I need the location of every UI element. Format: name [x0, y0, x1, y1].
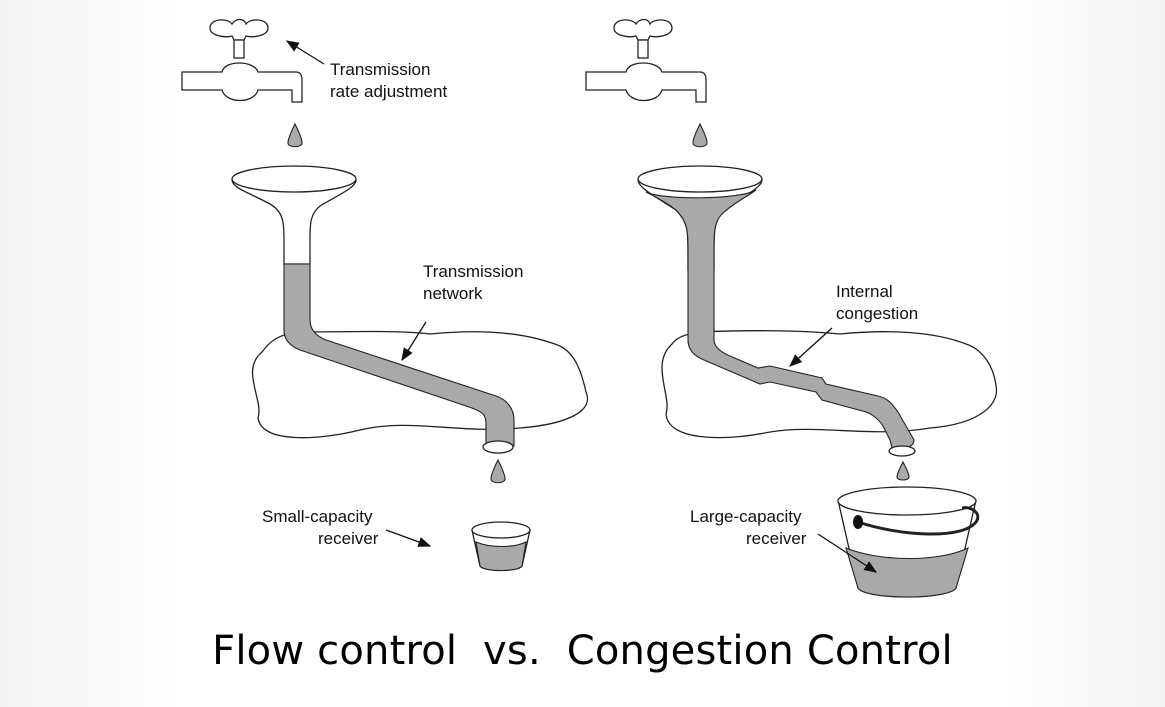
small-receiver-label-2: receiver	[318, 529, 379, 548]
network-arrow	[401, 321, 427, 362]
internal-congestion-arrow	[789, 327, 833, 367]
left-pipe-water	[283, 263, 515, 447]
internal-congestion-label-2: congestion	[836, 304, 918, 323]
rate-adjustment-arrow	[285, 40, 325, 65]
left-faucet-icon	[181, 18, 303, 103]
left-page-shadow	[0, 0, 180, 707]
small-receiver-arrow	[385, 529, 432, 547]
network-label-1: Transmission	[423, 262, 523, 281]
right-faucet-icon	[585, 18, 707, 103]
left-bottom-drop	[490, 458, 506, 484]
congestion-control-panel: Internal congestion Large-capacity recei…	[585, 18, 998, 598]
flow-control-panel: Transmission rate adjustment Transmissio…	[181, 18, 589, 572]
right-page-shadow	[1005, 0, 1165, 707]
figure-caption: Flow control vs. Congestion Control	[212, 628, 953, 674]
rate-adjustment-label-2: rate adjustment	[330, 82, 447, 101]
small-capacity-receiver-icon	[471, 521, 531, 572]
right-funnel-water	[645, 189, 915, 449]
large-receiver-label-1: Large-capacity	[690, 507, 802, 526]
large-receiver-arrow	[817, 533, 878, 573]
internal-congestion-label-1: Internal	[836, 282, 893, 301]
network-label-2: network	[423, 284, 483, 303]
small-receiver-label-1: Small-capacity	[262, 507, 373, 526]
left-top-drop	[287, 122, 303, 148]
right-top-drop	[692, 122, 708, 148]
large-capacity-receiver-icon	[837, 486, 980, 598]
right-bottom-drop	[896, 460, 910, 481]
large-receiver-label-2: receiver	[746, 529, 807, 548]
right-network-cloud	[661, 330, 998, 439]
rate-adjustment-label-1: Transmission	[330, 60, 430, 79]
